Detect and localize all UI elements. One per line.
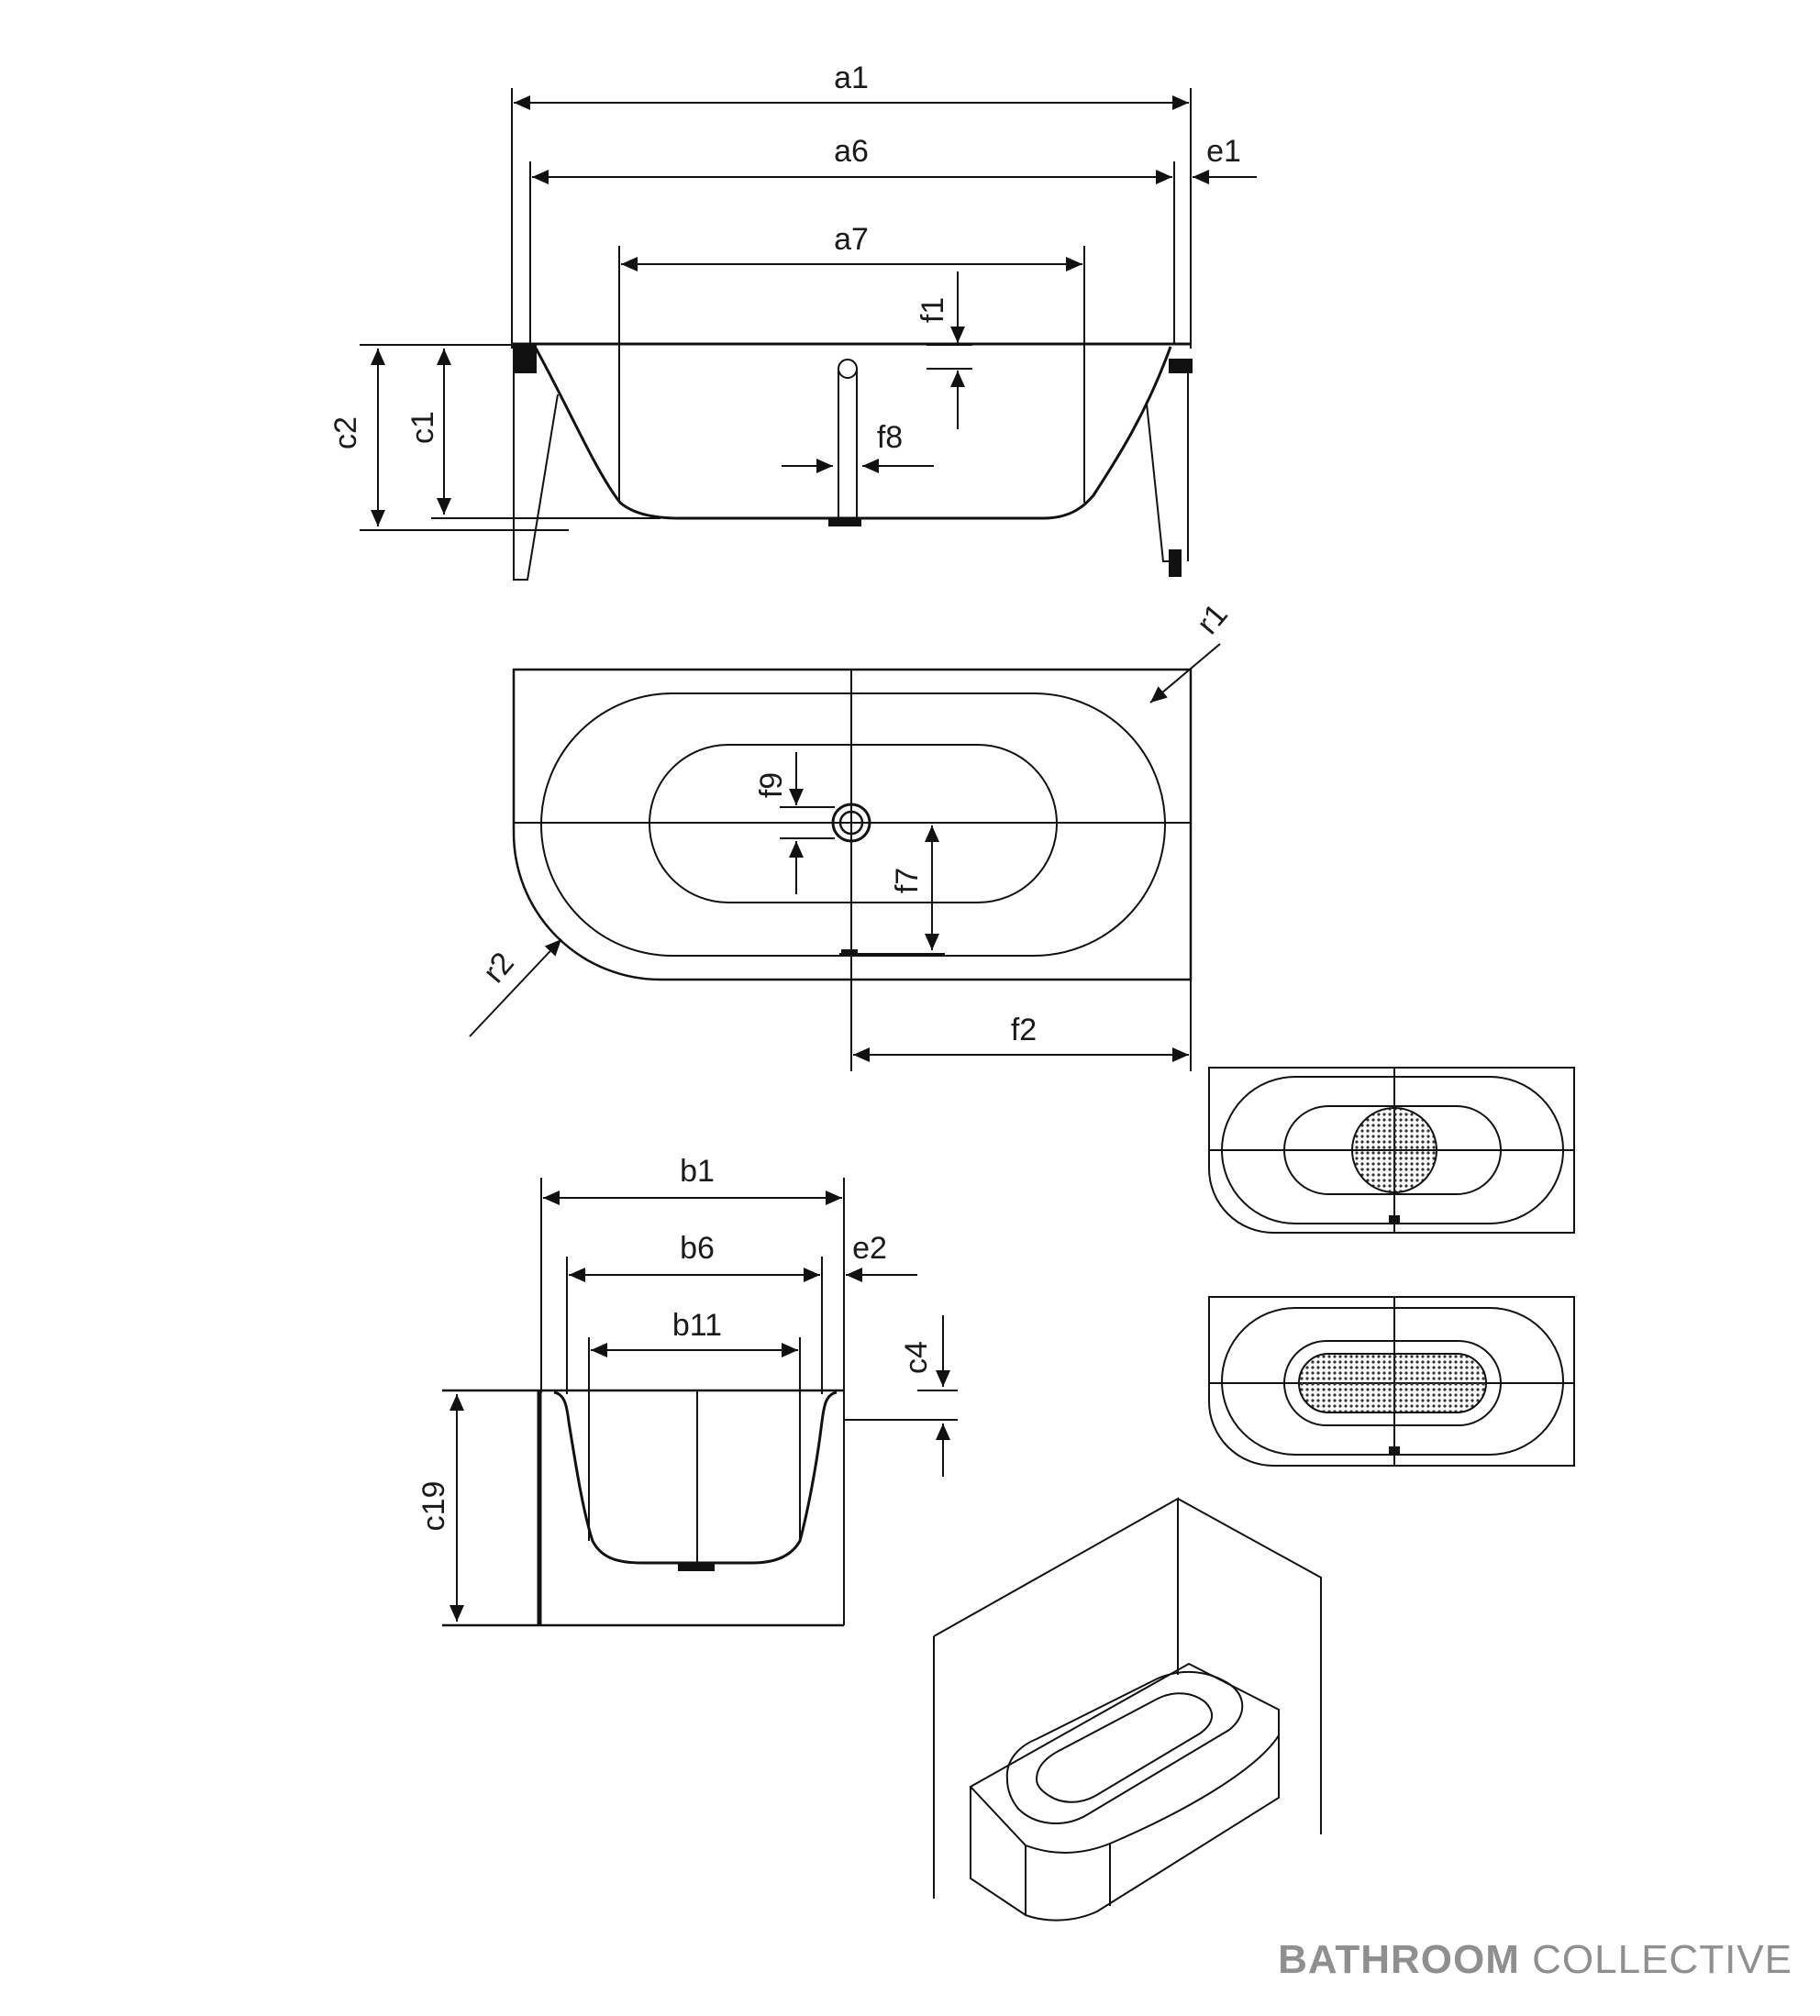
- brand-logo-bold: BATHROOM: [1278, 1937, 1520, 1982]
- label-e1: e1: [1206, 134, 1241, 169]
- label-c4: c4: [899, 1341, 934, 1374]
- side-elevation-view: [360, 88, 1257, 581]
- label-f9: f9: [754, 772, 789, 798]
- label-c1: c1: [405, 411, 440, 444]
- end-elevation-view: [442, 1178, 958, 1627]
- label-c19: c19: [416, 1481, 451, 1532]
- label-b6: b6: [680, 1231, 715, 1266]
- drain-pattern-oval: [1298, 1353, 1487, 1413]
- plan-variant-round-drain: [1208, 1067, 1575, 1234]
- plan-view: [469, 643, 1221, 1071]
- label-b1: b1: [680, 1154, 715, 1189]
- label-e2: e2: [852, 1231, 887, 1266]
- dimension-labels: a1 a6 e1 a7 f1 f8 c2 c1 r1 f9 f7 r2 f2 b…: [328, 61, 1241, 1531]
- label-r2: r2: [476, 946, 521, 990]
- label-a6: a6: [834, 134, 869, 169]
- label-f8: f8: [877, 420, 903, 455]
- dimension-line-r2: [469, 938, 562, 1037]
- label-f1: f1: [916, 297, 950, 323]
- brand-logo: BATHROOM COLLECTIVE: [1278, 1937, 1792, 1983]
- label-a1: a1: [834, 61, 869, 95]
- label-f7: f7: [890, 868, 925, 893]
- dimension-line-r1: [1149, 643, 1221, 703]
- drain-pattern-round: [1351, 1107, 1437, 1193]
- label-a7: a7: [834, 222, 869, 257]
- plan-variant-oval-drain: [1208, 1296, 1575, 1467]
- label-c2: c2: [328, 416, 363, 449]
- isometric-view: [933, 1497, 1322, 1922]
- label-f2: f2: [1011, 1013, 1037, 1047]
- brand-logo-light: COLLECTIVE: [1532, 1937, 1792, 1982]
- label-r1: r1: [1190, 597, 1235, 641]
- label-b11: b11: [672, 1308, 722, 1343]
